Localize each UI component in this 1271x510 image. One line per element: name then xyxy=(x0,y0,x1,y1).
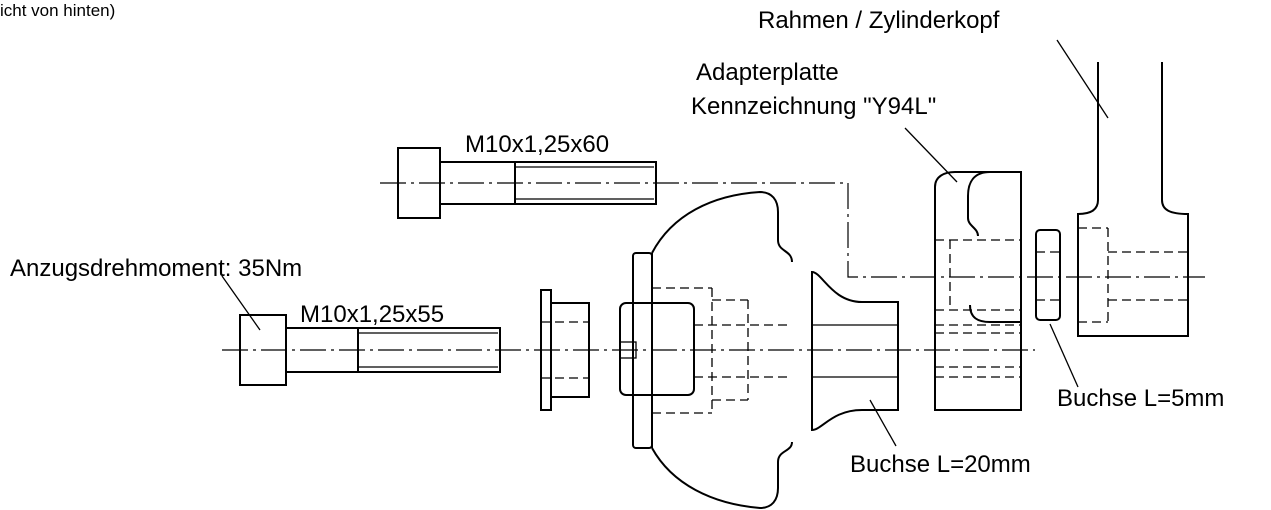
upper-bolt-label: M10x1,25x60 xyxy=(465,131,609,158)
adapter-plate-marking-label: Kennzeichnung "Y94L" xyxy=(691,93,936,120)
adapter-plate-label: Adapterplatte xyxy=(696,59,839,86)
caption-text: icht von hinten) xyxy=(0,1,115,20)
pulley-rim xyxy=(632,252,653,449)
pulley-outline-bottom xyxy=(651,441,793,510)
torque-label: Anzugsdrehmoment: 35Nm xyxy=(10,255,302,282)
pulley-outline-top xyxy=(651,190,793,263)
pulley-set-screw xyxy=(619,341,637,359)
flange-nut-body xyxy=(550,302,590,398)
lower-bolt-shank xyxy=(285,327,501,373)
frame-leader-line xyxy=(1056,39,1109,119)
long-bushing-label: Buchse L=20mm xyxy=(850,451,1031,478)
lower-bolt-label: M10x1,25x55 xyxy=(300,301,444,328)
upper-bolt-axis xyxy=(380,182,1205,278)
upper-bolt-shank xyxy=(439,161,657,205)
short-bushing-body xyxy=(1035,229,1061,321)
adapter-plate-upper-step xyxy=(967,171,991,237)
short-bushing-leader-line xyxy=(1049,323,1079,388)
pulley-body xyxy=(619,190,793,510)
torque-leader-line xyxy=(221,275,261,331)
lower-bolt xyxy=(239,314,501,386)
adapter-plate-lower-step xyxy=(969,304,1021,323)
adapter-plate xyxy=(934,171,1022,411)
adapter-plate-outline xyxy=(934,171,1022,411)
pulley-hub xyxy=(619,302,695,396)
frame-cylinder-head xyxy=(1077,62,1189,337)
flange-nut xyxy=(540,289,590,411)
frame-outline xyxy=(1077,62,1189,337)
frame-label: Rahmen / Zylinderkopf xyxy=(758,7,1000,34)
long-bushing xyxy=(811,270,899,432)
upper-bolt xyxy=(397,147,657,219)
adapter-plate-leader-line xyxy=(904,127,958,183)
long-bushing-leader-line xyxy=(869,399,897,447)
leader-lines xyxy=(221,39,1109,447)
short-bushing-label: Buchse L=5mm xyxy=(1057,385,1224,412)
short-bushing xyxy=(1035,229,1061,321)
long-bushing-outline xyxy=(811,270,899,432)
